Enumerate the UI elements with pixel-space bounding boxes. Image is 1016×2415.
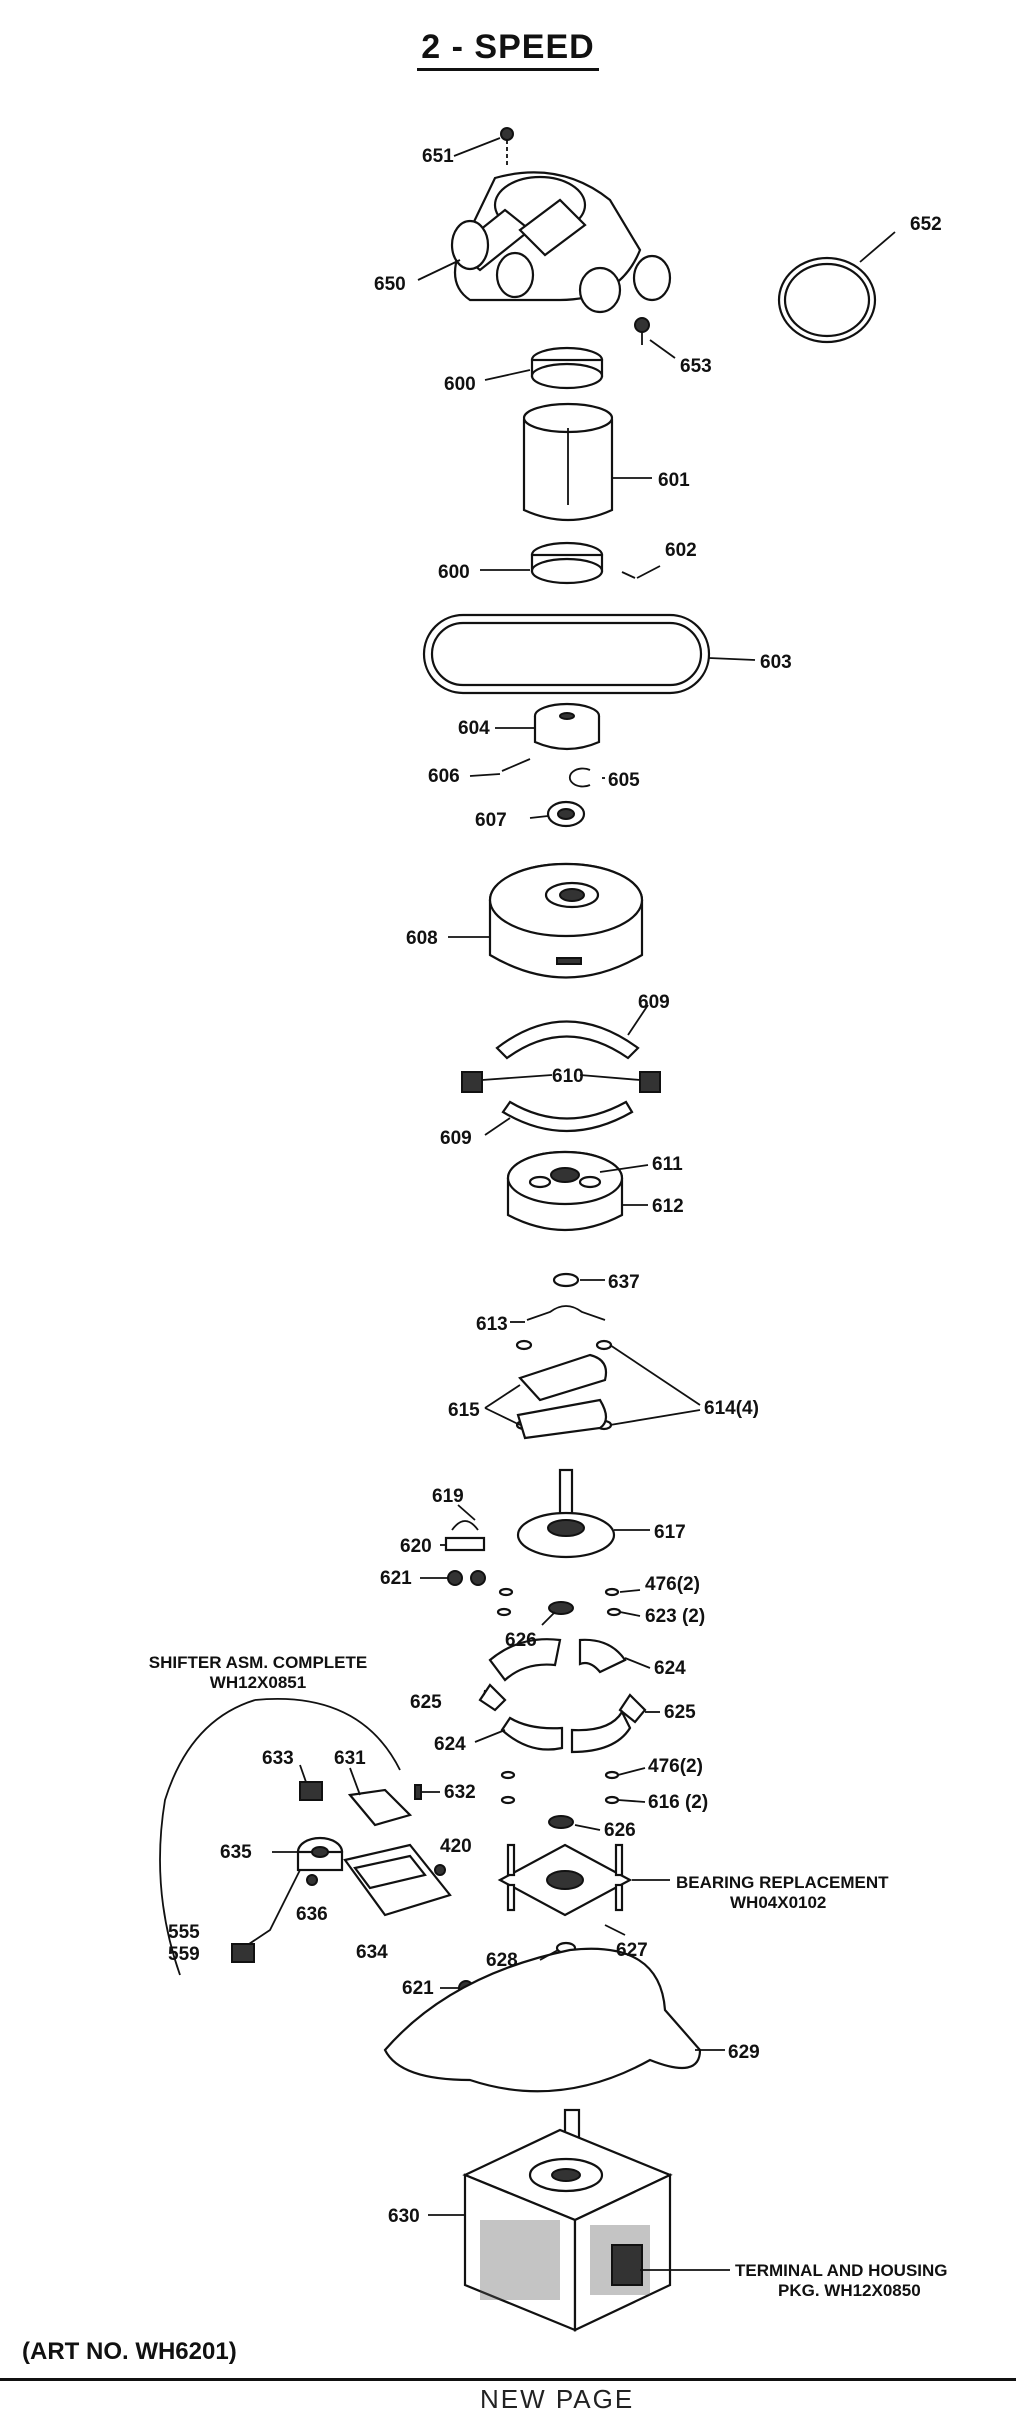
label-420: 420 (440, 1836, 472, 1857)
label-559: 559 (168, 1944, 200, 1965)
label-627: 627 (616, 1940, 648, 1961)
label-624-top: 624 (654, 1658, 686, 1679)
terminal-note-line1: TERMINAL AND HOUSING (735, 2261, 948, 2280)
brake-shoe-609-bottom (501, 1100, 634, 1133)
label-623: 623 (2) (645, 1606, 705, 1627)
clutch-shoes-624-625 (478, 1638, 647, 1754)
label-619: 619 (432, 1486, 464, 1507)
label-617: 617 (654, 1522, 686, 1543)
terminal-note-line2: PKG. WH12X0850 (778, 2281, 921, 2300)
label-628: 628 (486, 1950, 518, 1971)
washers-476-623 (496, 1587, 622, 1617)
shaft-617 (516, 1468, 616, 1559)
label-604: 604 (458, 718, 490, 739)
shifter-note-line1: SHIFTER ASM. COMPLETE (149, 1653, 368, 1672)
clamp-600-bottom (530, 541, 604, 585)
shifter-assembly (159, 1698, 452, 1976)
label-614: 614(4) (704, 1398, 759, 1419)
screw-653 (634, 317, 650, 345)
label-610: 610 (552, 1066, 584, 1087)
label-652: 652 (910, 214, 942, 235)
bearing-note-line1: BEARING REPLACEMENT (676, 1873, 889, 1892)
pulley-604 (533, 702, 601, 751)
label-600-top: 600 (444, 374, 476, 395)
springs-610 (461, 1071, 661, 1093)
label-637: 637 (608, 1272, 640, 1293)
label-650: 650 (374, 274, 406, 295)
weights-615 (516, 1353, 608, 1440)
label-601: 601 (658, 470, 690, 491)
page-title: 2 - SPEED (0, 28, 1016, 71)
label-476-bottom: 476(2) (648, 1756, 703, 1777)
screw-651 (500, 127, 514, 165)
part-labels: 651 652 650 653 600 601 600 602 603 604 … (168, 146, 942, 2227)
bottom-rule (0, 2378, 1016, 2381)
pin-606 (501, 758, 531, 772)
label-621-top: 621 (380, 1568, 412, 1589)
hose-601 (522, 402, 614, 522)
label-635: 635 (220, 1842, 252, 1863)
screw-602 (621, 571, 636, 579)
label-608: 608 (406, 928, 438, 949)
label-611: 611 (652, 1154, 683, 1175)
label-476-top: 476(2) (645, 1574, 700, 1595)
label-633: 633 (262, 1748, 294, 1769)
shifter-note-line2: WH12X0851 (210, 1673, 306, 1692)
bracket-613 (526, 1305, 606, 1321)
bearing-plate-627 (497, 1843, 633, 1917)
label-631: 631 (334, 1748, 366, 1769)
bearing-607 (546, 800, 586, 828)
clamp-600-top (530, 346, 604, 390)
label-605: 605 (608, 770, 640, 791)
label-602: 602 (665, 540, 697, 561)
washers-476-616 (500, 1770, 620, 1805)
label-621-bottom: 621 (402, 1978, 434, 1999)
clip-619-620 (444, 1520, 486, 1552)
nuts-621 (447, 1570, 486, 1586)
label-626-top: 626 (505, 1630, 537, 1651)
label-620: 620 (400, 1536, 432, 1557)
belt-603 (422, 613, 711, 695)
label-600-bottom: 600 (438, 562, 470, 583)
label-613: 613 (476, 1314, 508, 1335)
label-603: 603 (760, 652, 792, 673)
motor-630 (462, 2108, 673, 2332)
label-625-left: 625 (410, 1692, 442, 1713)
art-number: (ART NO. WH6201) (22, 2338, 237, 2365)
callout-notes: SHIFTER ASM. COMPLETE WH12X0851 BEARING … (149, 1653, 948, 2300)
label-626-bottom: 626 (604, 1820, 636, 1841)
base-plate-629 (383, 1947, 702, 2093)
label-616: 616 (2) (648, 1792, 708, 1813)
label-653: 653 (680, 356, 712, 377)
drum-608 (488, 862, 644, 979)
label-615: 615 (448, 1400, 480, 1421)
coupler-626-top (548, 1601, 574, 1615)
clip-605 (568, 767, 591, 788)
label-609-bottom: 609 (440, 1128, 472, 1149)
label-629: 629 (728, 2042, 760, 2063)
hub-612 (506, 1150, 624, 1232)
brake-shoe-609-top (495, 1020, 640, 1060)
label-607: 607 (475, 810, 507, 831)
label-624-bottom: 624 (434, 1734, 466, 1755)
pump-650 (450, 171, 672, 314)
washer-637 (552, 1272, 580, 1288)
label-555: 555 (168, 1922, 200, 1943)
label-609-top: 609 (638, 992, 670, 1013)
leader-lines (272, 137, 896, 2271)
label-630: 630 (388, 2206, 420, 2227)
seal-ring-652 (777, 256, 877, 344)
label-651: 651 (422, 146, 454, 167)
label-636: 636 (296, 1904, 328, 1925)
label-634: 634 (356, 1942, 388, 1963)
bearing-note-line2: WH04X0102 (730, 1893, 826, 1912)
label-625-right: 625 (664, 1702, 696, 1723)
coupler-626-bottom (548, 1815, 574, 1829)
label-632: 632 (444, 1782, 476, 1803)
label-606: 606 (428, 766, 460, 787)
label-612: 612 (652, 1196, 684, 1217)
